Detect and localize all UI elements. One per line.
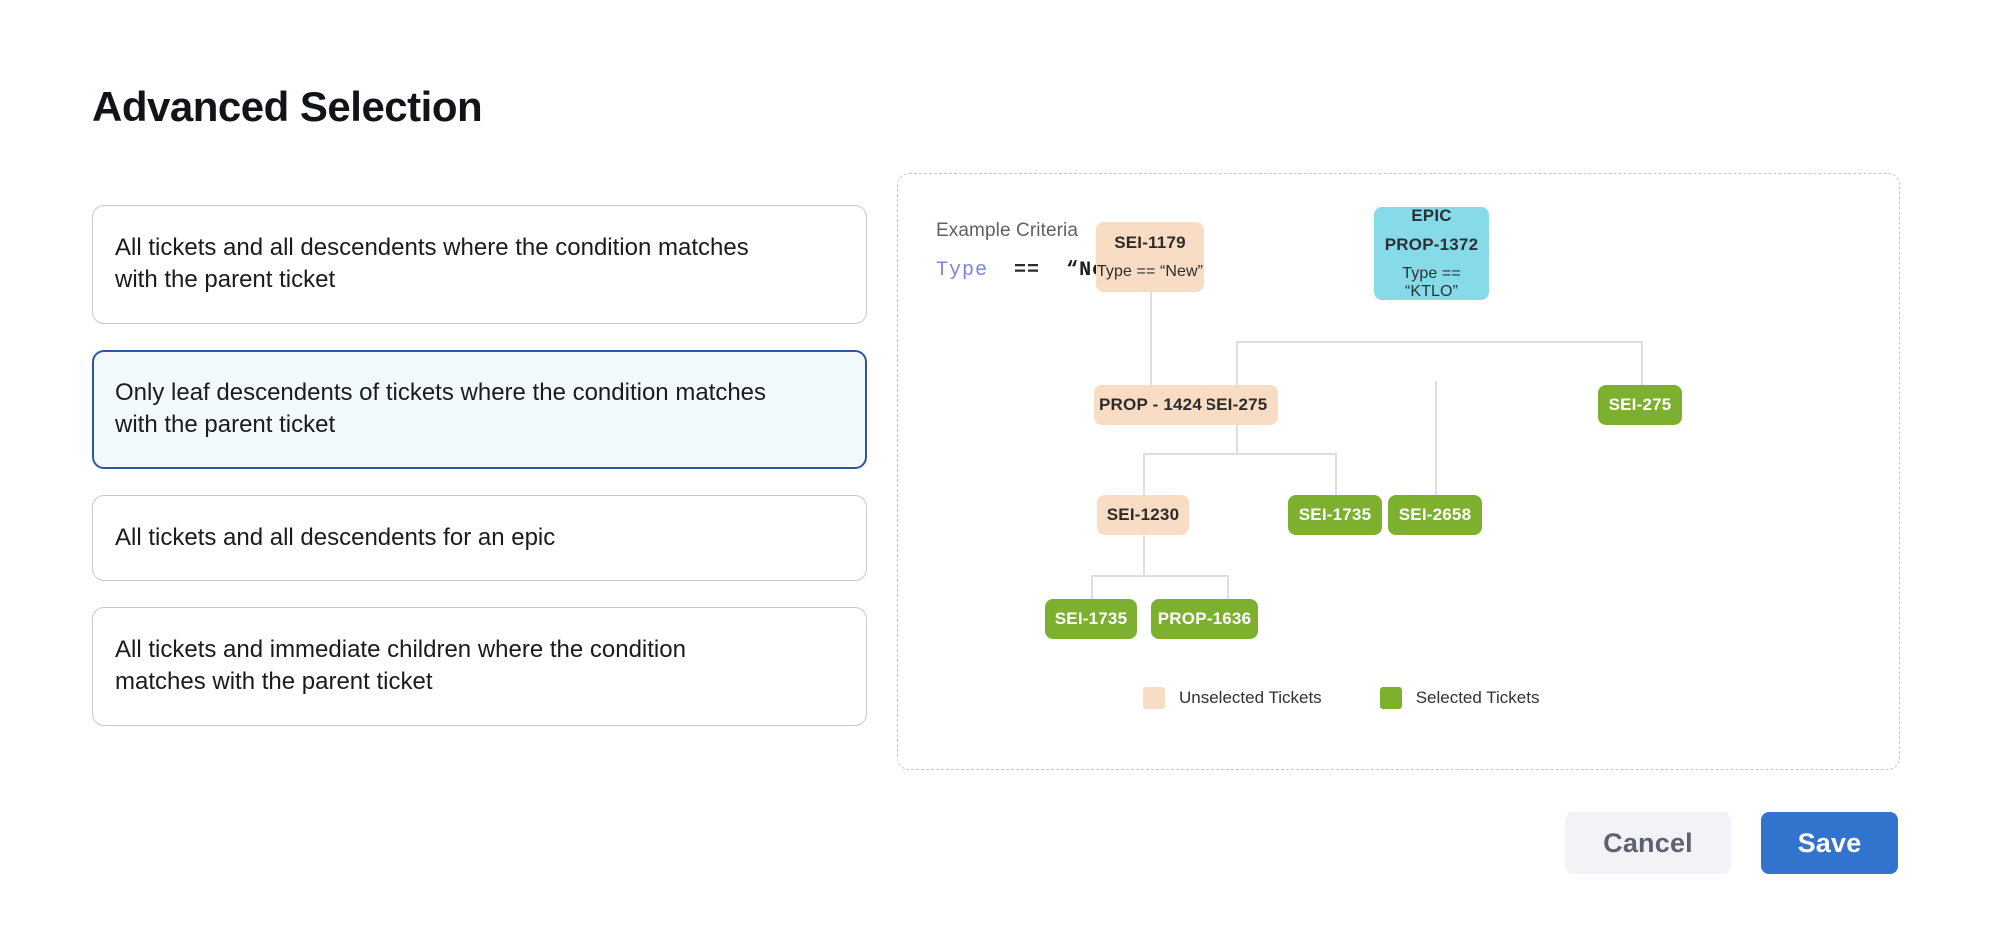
diagram-legend: Unselected Tickets Selected Tickets [1143,687,1539,709]
ticket-node-epic-prop-1372[interactable]: EPIC PROP-1372 Type == “KTLO” [1374,206,1489,300]
epic-node-subtitle: Type == “KTLO” [1402,265,1461,300]
legend-swatch-selected-icon [1379,687,1402,709]
option-label: All tickets and immediate children where… [115,635,686,696]
option-label: Only leaf descendents of tickets where t… [115,378,767,439]
connector-level3-drop-a [1143,453,1145,496]
connector-level2-bus [1236,341,1641,343]
ticket-node-prop-1636-leaf[interactable]: PROP-1636 [1151,599,1258,639]
ticket-node-sei-2658[interactable]: SEI-2658 [1388,495,1482,535]
page-title: Advanced Selection [92,83,483,131]
criteria-keyword: Type [936,259,989,282]
option-card-epic-descendents[interactable]: All tickets and all descendents for an e… [92,494,867,581]
ticket-node-sei-275-right[interactable]: SEI-275 [1598,385,1682,425]
ticket-node-title: PROP-1636 [1157,609,1252,628]
ticket-node-title: SEI-1230 [1106,505,1180,524]
ticket-node-title: PROP - 1424 [1099,395,1202,414]
ticket-node-title: SEI-275 [1608,395,1672,414]
ticket-node-title: SEI-2658 [1398,505,1472,524]
connector-level4-bus [1091,575,1227,577]
ticket-node-sei-1179[interactable]: SEI-1179 Type == “New” [1096,222,1204,292]
connector-level3-bus [1143,453,1336,455]
connector-level4-drop-a [1091,575,1093,600]
connector-level4-drop-b [1227,575,1229,600]
option-card-immediate-children[interactable]: All tickets and immediate children where… [92,606,867,726]
criteria-label: Example Criteria [936,220,1079,241]
epic-node-header: EPIC [1411,206,1452,225]
connector-level2-drop-b [1150,341,1152,386]
legend-label: Unselected Tickets [1179,688,1322,707]
option-card-leaf-descendents[interactable]: Only leaf descendents of tickets where t… [92,349,867,469]
ticket-node-sei-1735-mid[interactable]: SEI-1735 [1288,495,1382,535]
ticket-node-title: SEI-1179 [1114,233,1186,252]
option-label: All tickets and all descendents for an e… [115,523,556,551]
ticket-node-title: SEI-275 [1204,395,1268,414]
ticket-node-prop-1424[interactable]: PROP - 1424 [1094,385,1207,425]
ticket-node-title: SEI-1735 [1298,505,1372,524]
epic-node-title: PROP-1372 [1384,235,1479,254]
ticket-node-sei-1230[interactable]: SEI-1230 [1097,495,1189,535]
cancel-button[interactable]: Cancel [1565,812,1731,874]
connector-level3-drop-b [1335,453,1337,496]
connector-level2-drop-a [1236,341,1238,386]
legend-item-selected: Selected Tickets [1379,687,1540,709]
legend-swatch-unselected-icon [1143,687,1165,709]
ticket-node-sei-1735-leaf[interactable]: SEI-1735 [1045,599,1137,639]
connector-root-down [1150,292,1152,342]
footer-actions: Cancel Save [1565,812,1898,874]
ticket-node-subtitle: Type == “New” [1096,263,1204,280]
example-diagram-panel: Example Criteria Type == “New” SEI-1179 … [897,173,1900,770]
connector-level2-drop-c [1641,341,1643,386]
ticket-node-title: SEI-1735 [1054,609,1128,628]
save-button[interactable]: Save [1761,812,1898,874]
criteria-operator: == [1014,259,1041,282]
legend-label: Selected Tickets [1415,688,1540,707]
ticket-node-sei-275-left[interactable]: SEI-275 [1194,385,1278,425]
legend-item-unselected: Unselected Tickets [1143,687,1322,709]
option-card-all-descendents[interactable]: All tickets and all descendents where th… [92,205,867,324]
option-label: All tickets and all descendents where th… [115,234,749,294]
selection-options-list: All tickets and all descendents where th… [92,205,867,752]
connector-prop1424-to-sei2658 [1435,381,1437,496]
